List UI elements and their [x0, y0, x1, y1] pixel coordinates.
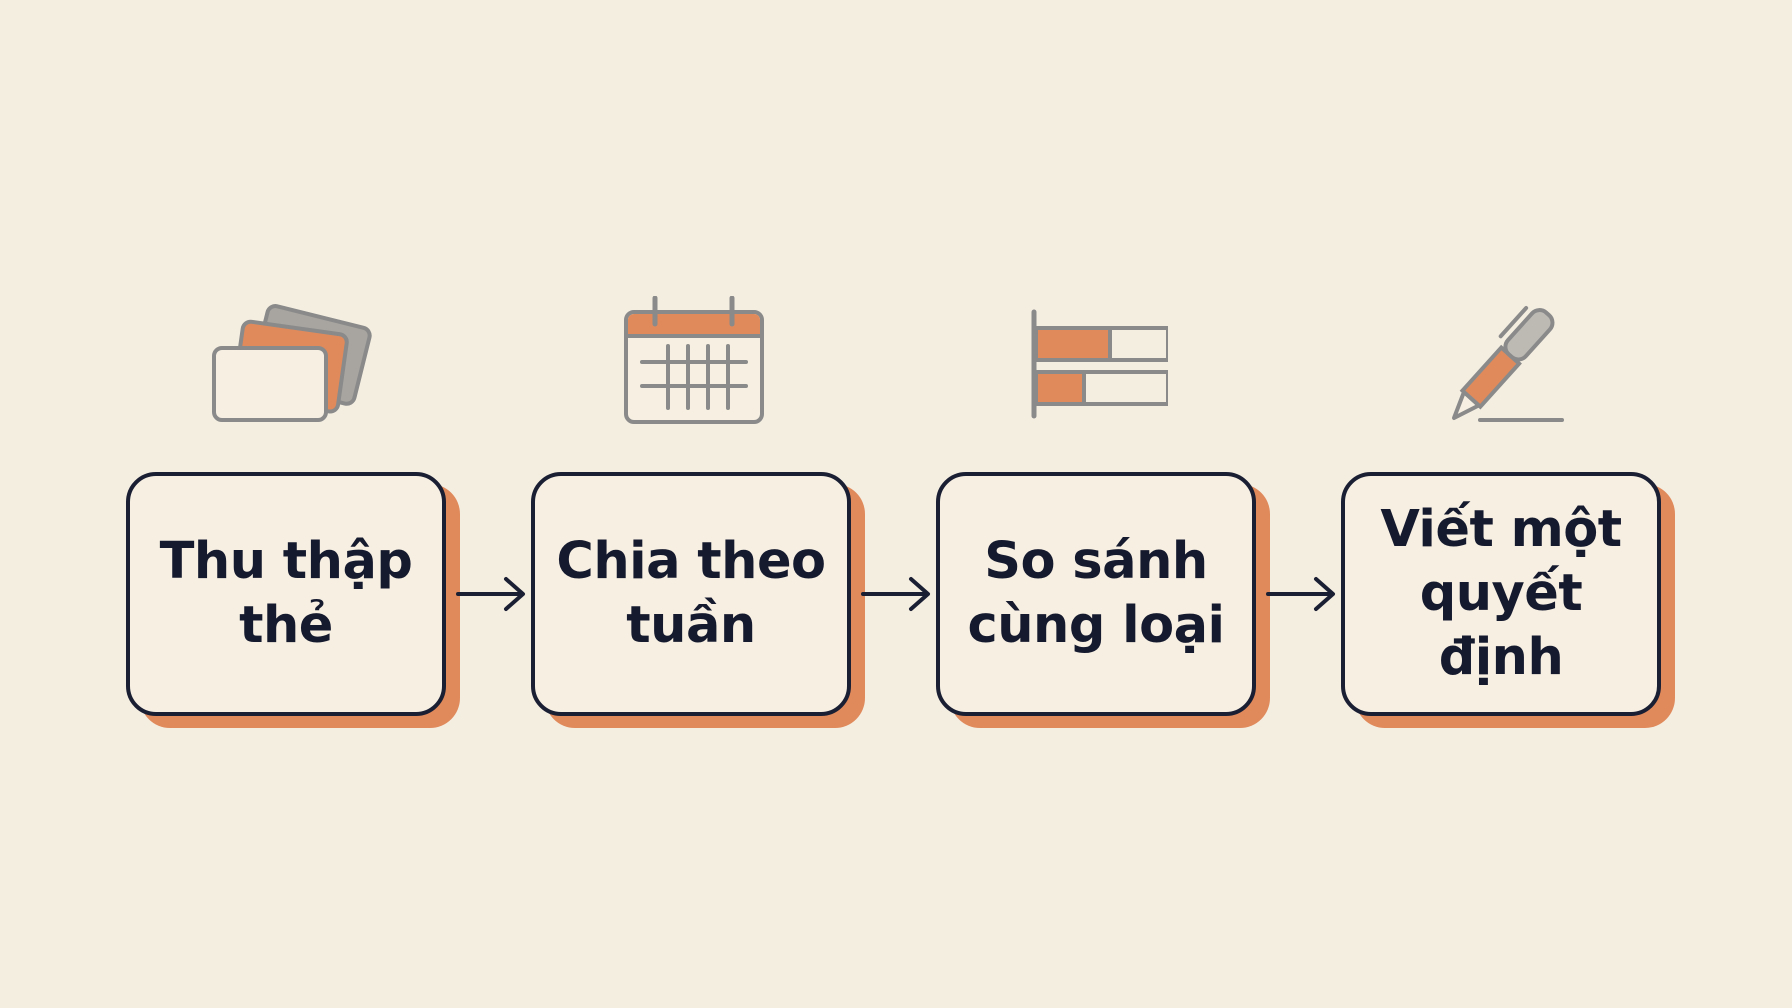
step-4-box: Viết một quyết định	[1341, 472, 1661, 716]
step-1-label: Thu thập thẻ	[159, 532, 413, 655]
arrow-right-icon	[456, 574, 528, 618]
step-3-box: So sánh cùng loại	[936, 472, 1256, 716]
step-2-label: Chia theo tuần	[556, 532, 826, 655]
calendar-icon	[620, 296, 770, 431]
bar-comparison-icon	[1028, 308, 1168, 420]
arrow-right-icon	[861, 574, 933, 618]
arrow-right-icon	[1266, 574, 1338, 618]
step-2-box: Chia theo tuần	[531, 472, 851, 716]
step-3-label: So sánh cùng loại	[967, 532, 1225, 655]
pen-icon	[1436, 296, 1576, 426]
step-1-box: Thu thập thẻ	[126, 472, 446, 716]
step-4-label: Viết một quyết định	[1380, 500, 1622, 687]
cards-icon	[208, 296, 378, 436]
